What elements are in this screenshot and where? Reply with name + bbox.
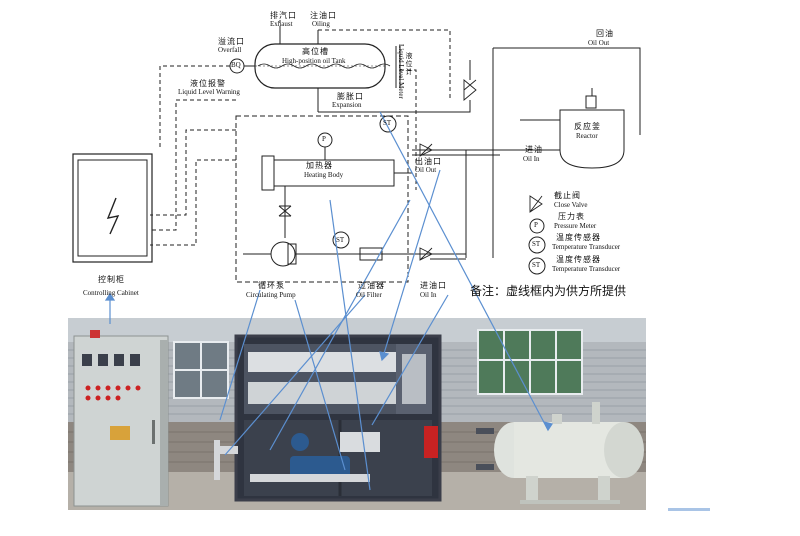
- label-cabinet-zh: 控制柜: [98, 276, 125, 284]
- pipe-return: [493, 48, 640, 135]
- label-bq: BQ: [231, 62, 241, 69]
- pipe-exhaust: [318, 30, 450, 100]
- label-tank-zh: 高位槽: [302, 48, 329, 56]
- label-filter-en: Oil Filter: [356, 292, 382, 299]
- legend-trans1-zh: 温度传感器: [556, 234, 601, 242]
- label-oil-out-zh: 出油口: [415, 158, 442, 166]
- label-return-zh: 回油: [596, 30, 614, 38]
- label-cabinet-en: Controlling Cabinet: [83, 290, 139, 297]
- label-overfall-zh: 溢流口: [218, 38, 245, 46]
- legend-trans2-zh: 温度传感器: [556, 256, 601, 264]
- label-inlet-zh: 进油口: [420, 282, 447, 290]
- label-expansion-en: Expansion: [332, 102, 362, 109]
- label-liquid-meter-en: Liquid Level Meter: [397, 44, 404, 99]
- legend-valve-en: Close Valve: [554, 202, 588, 209]
- legend-meter-en: Pressure Meter: [554, 223, 596, 230]
- label-oiling-zh: 注油口: [310, 12, 337, 20]
- label-st2: ST: [336, 237, 344, 244]
- equipment-photo: [68, 318, 710, 511]
- legend-trans1-sym: ST: [532, 241, 540, 248]
- label-expansion-zh: 膨胀口: [337, 93, 364, 101]
- legend-valve-zh: 截止阀: [554, 192, 581, 200]
- legend-trans1-en: Temperature Transducer: [552, 244, 620, 251]
- label-oil-in-zh: 进油: [525, 146, 543, 154]
- legend-valve-symbol: [530, 196, 542, 212]
- legend-trans2-sym: ST: [532, 262, 540, 269]
- photo-heater-frame: [214, 336, 440, 500]
- label-filter-zh: 过油器: [358, 282, 385, 290]
- supplier-note: 备注：虚线框内为供方所提供: [470, 282, 626, 299]
- label-p: P: [322, 136, 326, 143]
- label-reactor-en: Reactor: [576, 133, 598, 140]
- label-heater-en: Heating Body: [304, 172, 343, 179]
- label-tank-en: High-position oil Tank: [282, 58, 346, 65]
- lightning-icon: [108, 198, 118, 234]
- photo-control-cabinet: [74, 330, 168, 506]
- label-liquid-meter-zh: 液位计: [405, 52, 412, 76]
- label-pump-zh: 循环泵: [258, 282, 285, 290]
- label-oiling-en: Oiling: [312, 21, 330, 28]
- label-exhaust-zh: 排汽口: [270, 12, 297, 20]
- circulating-pump: [271, 242, 295, 266]
- legend-meter-zh: 压力表: [558, 213, 585, 221]
- blue-mark: [668, 508, 710, 511]
- legend-trans2-en: Temperature Transducer: [552, 266, 620, 273]
- label-oil-in-en: Oil In: [523, 156, 540, 163]
- legend-meter-sym: P: [534, 222, 538, 229]
- label-st1: ST: [383, 120, 391, 127]
- label-pump-en: Circulating Pump: [246, 292, 296, 299]
- label-return-en: Oil Out: [588, 40, 609, 47]
- label-oil-out-en: Oil Out: [415, 167, 436, 174]
- valve-top: [464, 80, 476, 100]
- label-overfall-en: Overfall: [218, 47, 241, 54]
- label-reactor-zh: 反应釜: [574, 123, 601, 131]
- label-heater-zh: 加热器: [306, 162, 333, 170]
- label-exhaust-en: Exhaust: [270, 21, 293, 28]
- label-level-warning-zh: 液位报警: [190, 80, 226, 88]
- label-inlet-en: Oil In: [420, 292, 437, 299]
- label-level-warning-en: Liquid Level Warning: [178, 89, 240, 96]
- heater-flange: [262, 156, 274, 190]
